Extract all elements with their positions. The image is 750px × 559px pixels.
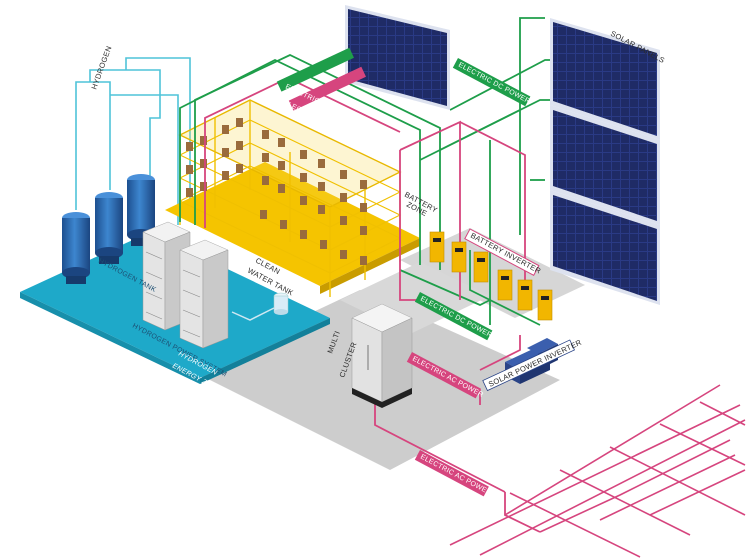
solar-panel (550, 105, 660, 225)
clean-water-tank (231, 292, 289, 321)
hydrogen-tank (95, 192, 123, 264)
hydrogen-pipes (75, 57, 191, 225)
hydrogen-tanks (62, 174, 155, 284)
ac-power-lines (204, 77, 541, 533)
battery-inverters (429, 231, 553, 321)
hydrogen-zone-edge-left (20, 292, 200, 384)
solar-panel (550, 190, 660, 305)
battery-zone-floor-edge (320, 238, 420, 294)
dc-power-label-top (276, 47, 354, 92)
battery-modules (186, 118, 367, 265)
battery-zone-floor (165, 162, 420, 286)
hydrogen-tank (62, 212, 90, 284)
hydrogen-power-system-cabinets (142, 221, 229, 349)
multi-cluster-cabinet (351, 303, 413, 408)
solar-panels (345, 5, 660, 305)
solar-panel (345, 5, 450, 110)
hydrogen-zone-edge (200, 318, 330, 384)
label-electric-ac-power-bottom: ELECTRIC AC POWER (419, 454, 492, 497)
solar-panel (550, 18, 660, 140)
ac-grid-lines (449, 384, 746, 558)
